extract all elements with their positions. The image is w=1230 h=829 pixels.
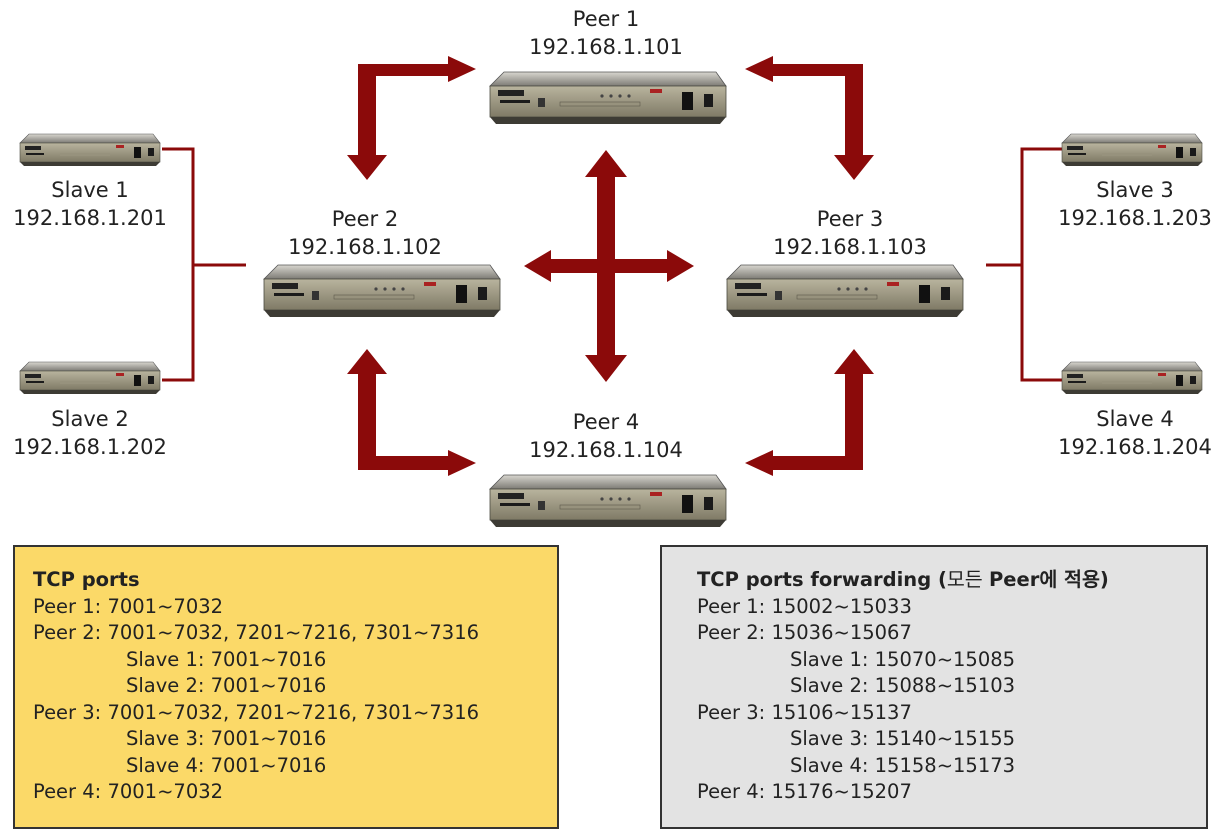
slave4-name: Slave 4	[1096, 407, 1174, 431]
slave2-ip: 192.168.1.202	[13, 435, 167, 459]
peer3-device	[726, 264, 964, 318]
tcp-ports-line: Peer 4: 7001~7032	[33, 780, 224, 803]
arrow-cross	[524, 150, 694, 382]
slave2-device	[19, 361, 161, 395]
tcp-forwarding-line: Peer 2: 15036~15067	[697, 621, 912, 644]
tcp-forwarding-title-bold: TCP ports forwarding (	[697, 568, 947, 591]
slave4-label: Slave 4 192.168.1.204	[1045, 405, 1225, 461]
tcp-ports-title: TCP ports	[33, 568, 140, 591]
tcp-ports-line: Peer 1: 7001~7032	[33, 594, 224, 618]
peer1-device	[489, 71, 727, 125]
arrow-top-left	[347, 56, 476, 180]
peer3-ip: 192.168.1.103	[773, 235, 927, 259]
slave1-label: Slave 1 192.168.1.201	[0, 176, 180, 232]
arrows	[347, 56, 874, 476]
slave3-ip: 192.168.1.203	[1058, 206, 1212, 230]
tcp-forwarding-line: Slave 1: 15070~15085	[790, 647, 1016, 671]
peer1-ip: 192.168.1.101	[529, 35, 683, 59]
tcp-forwarding-title: TCP ports forwarding (모든 Peer에 적용)	[697, 567, 1190, 594]
peer1-label: Peer 1 192.168.1.101	[506, 5, 706, 61]
tcp-ports-line: Slave 1: 7001~7016	[126, 647, 327, 671]
tcp-ports-line: Slave 4: 7001~7016	[126, 753, 327, 777]
tcp-forwarding-line: Slave 4: 15158~15173	[790, 753, 1016, 777]
slave2-name: Slave 2	[51, 407, 129, 431]
tcp-forwarding-line: Peer 3: 15106~15137	[697, 700, 912, 724]
peer1-name: Peer 1	[572, 7, 640, 31]
tcp-forwarding-panel: TCP ports forwarding (모든 Peer에 적용) Peer …	[660, 545, 1208, 829]
tcp-ports-line: Peer 3: 7001~7032, 7201~7216, 7301~7316	[33, 700, 480, 724]
slave1-ip: 192.168.1.201	[13, 206, 167, 230]
slave3-device	[1061, 133, 1203, 167]
peer4-label: Peer 4 192.168.1.104	[506, 408, 706, 464]
peer3-label: Peer 3 192.168.1.103	[750, 205, 950, 261]
slave1-name: Slave 1	[51, 178, 129, 202]
tcp-forwarding-line: Slave 2: 15088~15103	[790, 674, 1016, 697]
slave4-ip: 192.168.1.204	[1058, 435, 1212, 459]
slave3-label: Slave 3 192.168.1.203	[1045, 176, 1225, 232]
slave1-device	[19, 133, 161, 167]
tcp-forwarding-line: Peer 1: 15002~15033	[697, 594, 912, 618]
peer4-name: Peer 4	[572, 410, 640, 434]
tcp-forwarding-title-bold2: Peer	[988, 568, 1040, 591]
tcp-forwarding-title-end: 에 적용)	[1039, 568, 1109, 591]
peer4-ip: 192.168.1.104	[529, 438, 683, 462]
slave2-label: Slave 2 192.168.1.202	[0, 405, 180, 461]
peer2-name: Peer 2	[331, 207, 399, 231]
peer2-device	[263, 264, 501, 318]
peer3-name: Peer 3	[816, 207, 884, 231]
tcp-forwarding-line: Peer 4: 15176~15207	[697, 780, 912, 803]
tcp-ports-line: Slave 3: 7001~7016	[126, 727, 327, 750]
tcp-ports-line: Peer 2: 7001~7032, 7201~7216, 7301~7316	[33, 621, 480, 644]
arrow-bottom-left	[347, 349, 476, 476]
tcp-ports-line: Slave 2: 7001~7016	[126, 674, 327, 697]
arrow-bottom-right	[745, 349, 874, 476]
peer2-ip: 192.168.1.102	[288, 235, 442, 259]
peer4-device	[489, 474, 727, 528]
connection-lines	[162, 147, 1062, 382]
tcp-forwarding-line: Slave 3: 15140~15155	[790, 727, 1016, 750]
tcp-ports-panel: TCP ports Peer 1: 7001~7032 Peer 2: 7001…	[13, 545, 559, 829]
arrow-top-right	[745, 56, 874, 180]
peer2-label: Peer 2 192.168.1.102	[265, 205, 465, 261]
tcp-forwarding-title-mid: 모든	[946, 568, 989, 591]
slave3-name: Slave 3	[1096, 178, 1174, 202]
slave4-device	[1061, 361, 1203, 395]
